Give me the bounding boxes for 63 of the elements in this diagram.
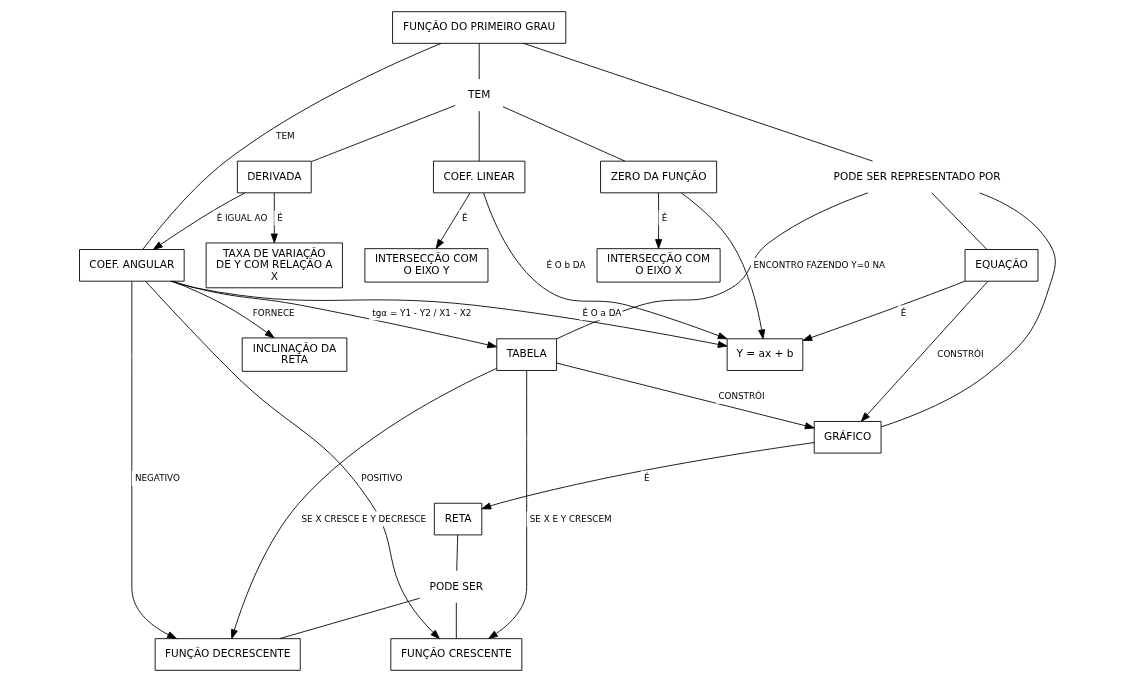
connector xyxy=(502,106,625,162)
connector xyxy=(310,105,456,162)
edge-label: É O b DA xyxy=(545,260,585,271)
edge-label: SE X E Y CRESCEM xyxy=(529,513,612,524)
arrow xyxy=(555,362,815,430)
edge-label: CONSTRÓI xyxy=(717,391,765,402)
node-box: TAXA DE VARIAÇÃO DE Y COM RELAÇÃO A X xyxy=(205,242,343,289)
arrow xyxy=(130,281,177,640)
node-box: RETA xyxy=(433,502,482,536)
connector xyxy=(278,597,420,640)
arrow xyxy=(802,280,965,341)
node-box: INTERSECÇÃO COM O EIXO X xyxy=(596,248,721,283)
node-box: FUNÇÃO CRESCENTE xyxy=(389,638,522,671)
edge-label: SE X CRESCE E Y DECRESCE xyxy=(301,513,426,524)
node-text: PODE SER xyxy=(429,579,483,592)
node-box: ZERO DA FUNÇÃO xyxy=(599,160,717,194)
edge-label: É xyxy=(900,307,906,318)
edge-label: É xyxy=(461,212,468,223)
edge-label: tgα = Y1 - Y2 / X1 - X2 xyxy=(371,307,471,318)
edge-label: É xyxy=(661,212,667,223)
node-box: INCLINAÇÃO DA RETA xyxy=(241,337,347,372)
edge-label: É xyxy=(276,212,283,223)
connector xyxy=(478,110,480,162)
connector xyxy=(880,192,1056,428)
arrow xyxy=(680,192,765,340)
arrow xyxy=(169,280,727,348)
node-text: TEM xyxy=(467,87,490,100)
connector xyxy=(455,534,458,572)
edge-label: NEGATIVO xyxy=(134,472,180,483)
arrow xyxy=(487,370,527,639)
node-box: COEF. LINEAR xyxy=(432,160,525,194)
connector xyxy=(142,42,442,250)
arrow xyxy=(654,192,662,249)
arrow xyxy=(171,280,274,339)
node-box: TABELA xyxy=(495,338,557,371)
edge-label: É O a DA xyxy=(582,307,621,318)
node-box: INTERSECÇÃO COM O EIXO Y xyxy=(363,248,488,283)
edge-label: CONSTRÓI xyxy=(936,349,983,360)
edge-label: ENCONTRO FAZENDO Y=0 NA xyxy=(753,260,885,271)
arrow xyxy=(482,192,727,340)
arrow xyxy=(230,367,497,640)
node-box: Y = ax + b xyxy=(726,338,803,371)
node-box: FUNÇÃO DO PRIMEIRO GRAU xyxy=(391,11,566,44)
arrow xyxy=(481,442,815,510)
node-box: EQUAÇÃO xyxy=(964,249,1038,282)
arrow xyxy=(152,192,245,250)
edge-label: TEM xyxy=(275,130,295,141)
edge-label: FORNECE xyxy=(252,307,295,318)
node-box: DERIVADA xyxy=(236,160,312,194)
node-text: PODE SER REPRESENTADO POR xyxy=(833,169,1001,182)
edge-label: POSITIVO xyxy=(360,472,402,483)
connector xyxy=(455,602,457,639)
edge-label: É xyxy=(643,472,650,483)
node-box: GRÁFICO xyxy=(813,421,881,454)
connector xyxy=(555,192,868,340)
arrow xyxy=(144,281,440,640)
connector xyxy=(930,192,987,250)
node-box: FUNÇÃO DECRESCENTE xyxy=(154,638,301,671)
connector xyxy=(522,42,873,162)
arrow xyxy=(171,280,497,349)
edge-label: É IGUAL AO xyxy=(216,212,267,223)
node-box: COEF. ANGULAR xyxy=(78,249,185,282)
connector xyxy=(478,42,480,80)
